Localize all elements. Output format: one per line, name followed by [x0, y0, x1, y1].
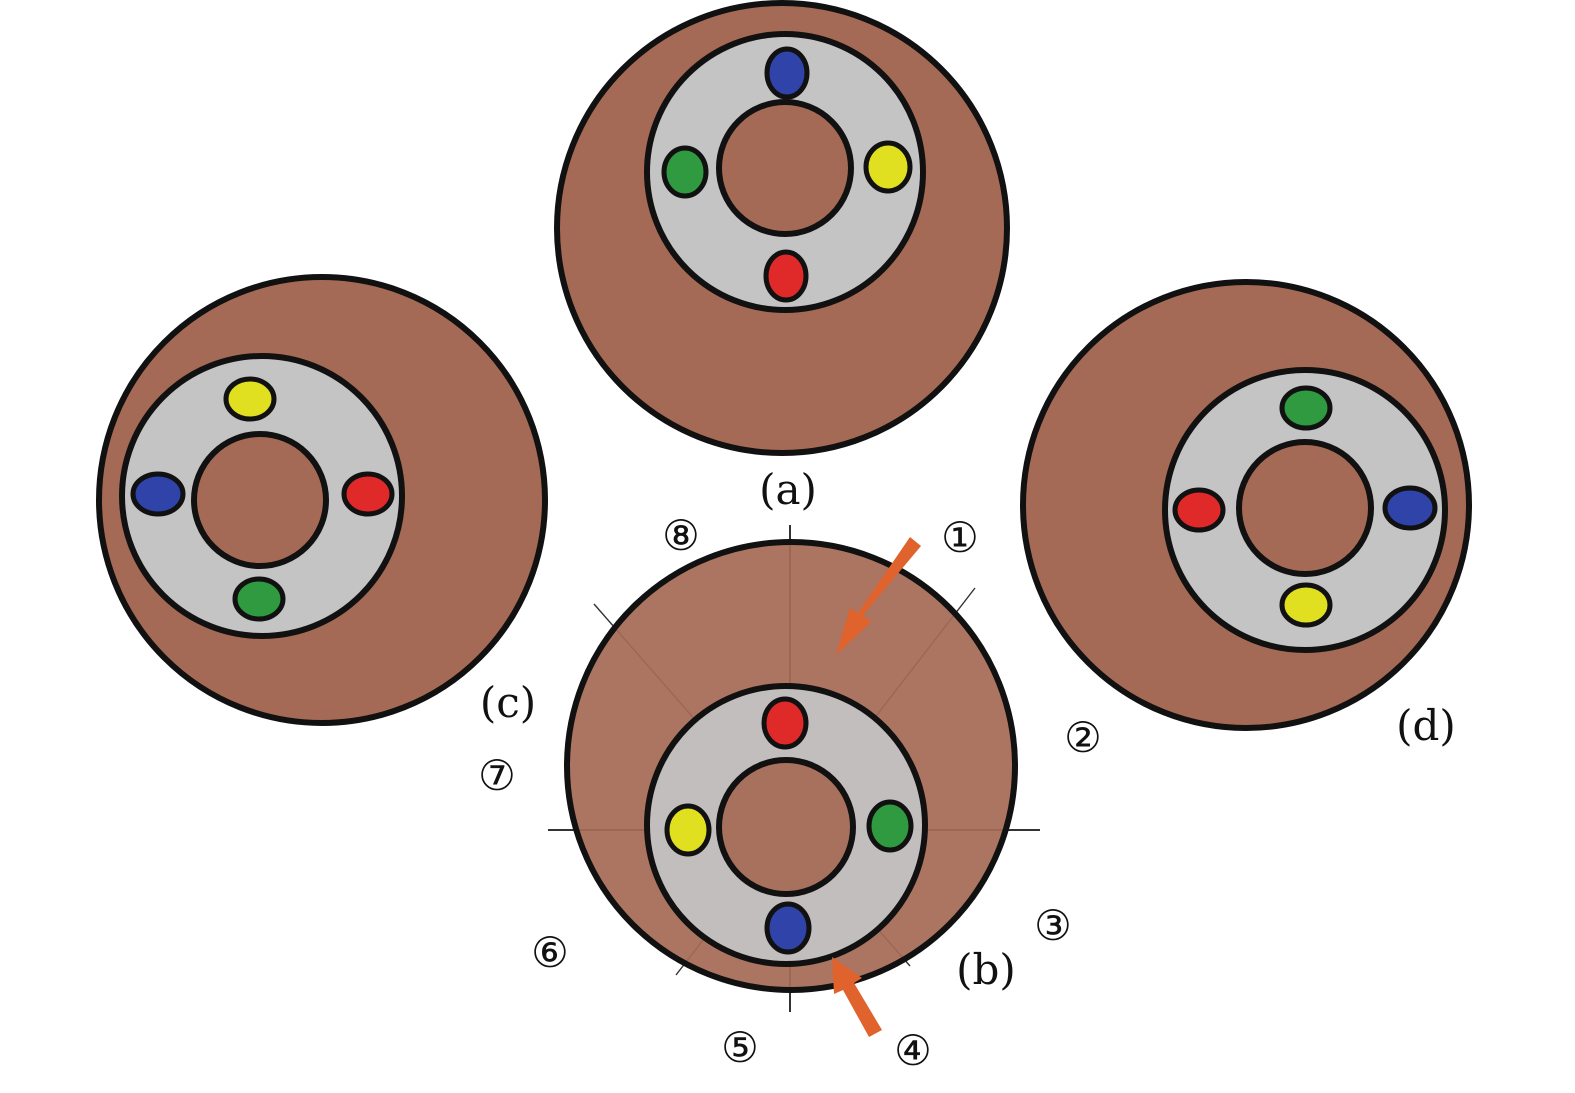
position-label-7: ⑦: [478, 751, 516, 800]
panel-c-dot-bottom: [232, 576, 286, 622]
panel-b: [564, 539, 1018, 993]
position-label-2: ②: [1064, 713, 1102, 762]
panel-a-dot-left: [661, 145, 709, 199]
panel-d-dot-right: [1382, 485, 1438, 531]
panel-c-dot-left: [130, 471, 186, 517]
panel-b-dot-bottom: [764, 901, 812, 955]
arrows: [832, 537, 921, 1037]
panel-a-inner-disk: [716, 99, 854, 237]
panel-b-dot-top: [761, 696, 809, 750]
panel-b-inner-disk: [716, 757, 856, 897]
panel-a-dot-bottom: [763, 249, 809, 303]
panel-a-dot-top: [764, 46, 810, 100]
arrow-bottom-right: [832, 957, 882, 1037]
panel-d-dot-left: [1172, 487, 1226, 533]
panel-d-dot-top: [1279, 385, 1333, 431]
position-label-6: ⑥: [531, 928, 569, 977]
panel-d-label: (d): [1396, 701, 1456, 750]
arrow-top-right: [836, 537, 921, 655]
position-label-1: ①: [941, 513, 979, 562]
panel-c-dot-top: [223, 376, 277, 422]
panel-b-dot-right: [866, 799, 914, 853]
panel-b-dot-left: [664, 803, 712, 857]
panel-d: [1020, 279, 1472, 731]
panel-d-dot-bottom: [1279, 582, 1333, 628]
panel-a: [554, 0, 1010, 456]
panel-a-label: (a): [759, 465, 817, 514]
panel-c: [96, 274, 548, 726]
position-label-3: ③: [1034, 901, 1072, 950]
position-label-8: ⑧: [662, 511, 700, 560]
position-label-4: ④: [894, 1026, 932, 1075]
panel-c-dot-right: [341, 471, 395, 517]
panel-b-label: (b): [956, 945, 1016, 994]
panel-a-dot-right: [863, 140, 913, 194]
position-label-5: ⑤: [721, 1023, 759, 1072]
panel-c-inner-disk: [191, 431, 329, 569]
panel-c-label: (c): [480, 678, 536, 727]
panel-d-inner-disk: [1236, 439, 1374, 577]
